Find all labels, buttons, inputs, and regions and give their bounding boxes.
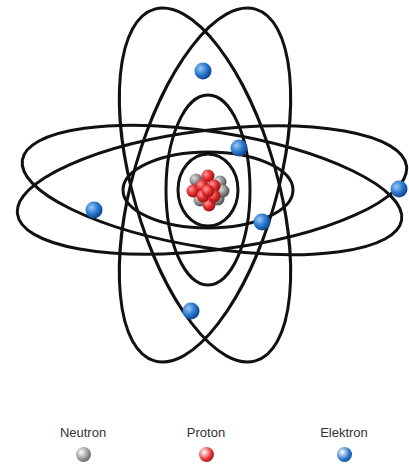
legend-label: Elektron bbox=[320, 425, 368, 440]
orbit-lines bbox=[10, 0, 409, 381]
legend-swatch bbox=[76, 447, 91, 462]
legend-swatch bbox=[337, 447, 352, 462]
legend-swatch bbox=[199, 447, 214, 462]
legend-label: Neutron bbox=[60, 425, 106, 440]
nucleus bbox=[187, 170, 230, 212]
electrons bbox=[86, 63, 408, 320]
legend-label: Proton bbox=[187, 425, 225, 440]
